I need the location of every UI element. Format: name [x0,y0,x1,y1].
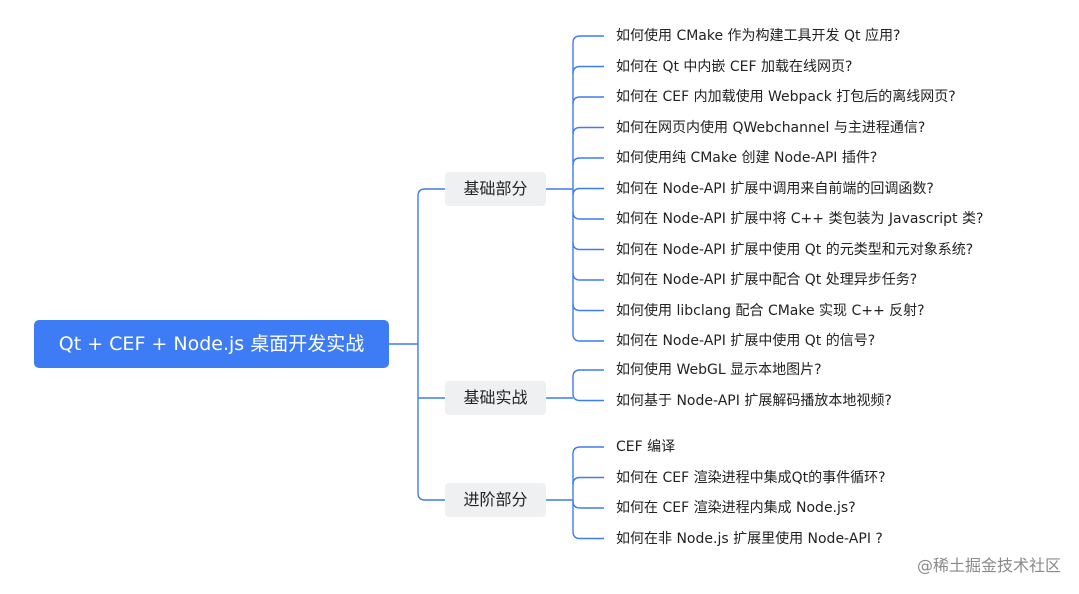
leaf-connector [572,35,604,44]
leaf-connector [572,476,604,485]
leaf-item[interactable]: 如何在 CEF 渲染进程内集成 Node.js? [616,500,856,516]
leaf-connector [572,369,604,378]
leaf-item[interactable]: 如何在 Node-API 扩展中调用来自前端的回调函数? [616,180,934,197]
leaf-item[interactable]: 如何在 Node-API 扩展中将 C++ 类包装为 Javascript 类? [616,211,984,227]
leaf-item[interactable]: CEF 编译 [616,439,676,455]
leaf-connector [572,393,604,402]
leaf-item[interactable]: 如何使用 CMake 作为构建工具开发 Qt 应用? [616,28,901,44]
leaf-item[interactable]: 如何使用 WebGL 显示本地图片? [616,362,822,378]
leaf-connector [572,446,604,455]
leaf-item[interactable]: 如何在 Qt 中内嵌 CEF 加载在线网页? [616,58,853,75]
leaf-connector [572,242,604,251]
leaf-item[interactable]: 如何在 Node-API 扩展中使用 Qt 的元类型和元对象系统? [616,241,974,258]
leaf-connector [572,531,604,540]
leaf-connector [572,303,604,312]
root-trunk [417,188,426,501]
leaf-item[interactable]: 如何使用纯 CMake 创建 Node-API 插件? [616,150,878,166]
watermark: @稀土掘金技术社区 [916,556,1061,575]
leaf-item[interactable]: 如何基于 Node-API 扩展解码播放本地视频? [616,392,892,409]
leaf-connector [572,96,604,105]
leaf-connector [572,211,604,220]
leaf-item[interactable]: 如何在 Node-API 扩展中使用 Qt 的信号? [616,333,876,349]
root-node[interactable]: Qt + CEF + Node.js 桌面开发实战 [34,320,389,368]
leaf-item[interactable]: 如何在非 Node.js 扩展里使用 Node-API ? [616,530,883,547]
leaf-connector [572,333,604,342]
leaf-connector [572,65,604,74]
leaf-item[interactable]: 如何使用 libclang 配合 CMake 实现 C++ 反射? [616,302,925,319]
leaf-item[interactable]: 如何在 CEF 渲染进程中集成Qt的事件循环? [616,469,886,486]
leaf-connector [572,272,604,281]
leaf-connector [572,187,604,196]
leaf-item[interactable]: 如何在网页内使用 QWebchannel 与主进程通信? [616,119,926,136]
leaf-connector [572,126,604,135]
branch-node-basics[interactable]: 基础部分 [445,172,546,206]
branch-node-practice[interactable]: 基础实战 [445,381,546,415]
leaf-connector [572,157,604,166]
leaf-item[interactable]: 如何在 Node-API 扩展中配合 Qt 处理异步任务? [616,272,918,288]
leaf-item[interactable]: 如何在 CEF 内加载使用 Webpack 打包后的离线网页? [616,89,956,105]
leaf-connector [572,500,604,509]
branch-node-advanced[interactable]: 进阶部分 [445,483,546,517]
